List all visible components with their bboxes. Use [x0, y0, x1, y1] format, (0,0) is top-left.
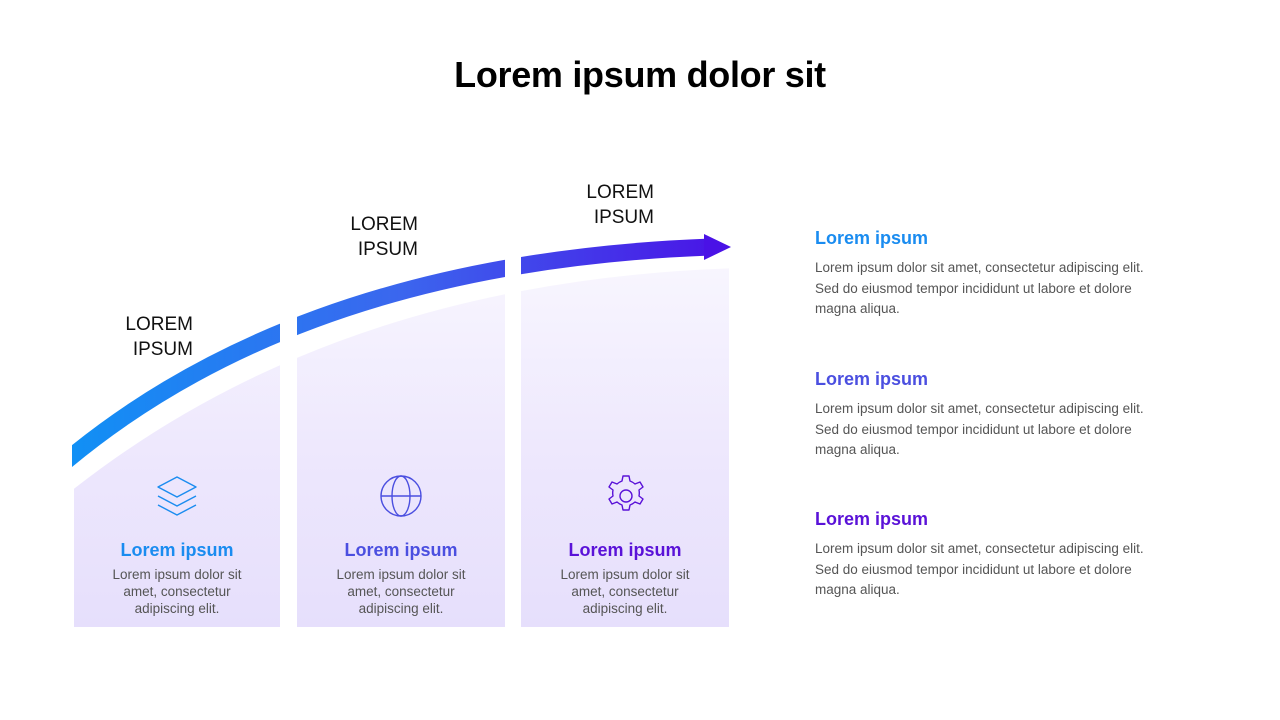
detail-heading-2: Lorem ipsum [815, 369, 929, 389]
growth-arc [72, 238, 711, 473]
detail-heading-1: Lorem ipsum [815, 228, 929, 248]
detail-block-3: Lorem ipsum Lorem ipsum dolor sit amet, … [815, 507, 1215, 601]
step-description-3: Lorem ipsum dolor sit amet, consectetur … [560, 567, 690, 616]
panel-backgrounds [74, 268, 729, 627]
detail-block-2: Lorem ipsum Lorem ipsum dolor sit amet, … [815, 367, 1215, 461]
gear-icon [608, 475, 644, 511]
globe-icon [380, 475, 422, 517]
detail-block-1: Lorem ipsum Lorem ipsum dolor sit amet, … [815, 226, 1215, 320]
detail-text-1: Lorem ipsum dolor sit amet, consectetur … [815, 260, 1144, 316]
step-description-1: Lorem ipsum dolor sit amet, consectetur … [112, 567, 242, 616]
step-card-1: Lorem ipsum Lorem ipsum dolor sit amet, … [74, 538, 280, 617]
step-card-2: Lorem ipsum Lorem ipsum dolor sit amet, … [297, 538, 505, 617]
step-label-2: LOREM IPSUM [350, 214, 418, 260]
step-label-3: LOREM IPSUM [586, 182, 654, 228]
step-description-2: Lorem ipsum dolor sit amet, consectetur … [336, 567, 466, 616]
slide-title: Lorem ipsum dolor sit [454, 54, 826, 95]
detail-heading-3: Lorem ipsum [815, 509, 929, 529]
step-heading-1: Lorem ipsum [120, 540, 234, 560]
detail-text-3: Lorem ipsum dolor sit amet, consectetur … [815, 541, 1144, 597]
step-heading-3: Lorem ipsum [568, 540, 682, 560]
step-heading-2: Lorem ipsum [344, 540, 458, 560]
layers-icon [157, 476, 197, 516]
step-card-3: Lorem ipsum Lorem ipsum dolor sit amet, … [521, 538, 729, 617]
arrow-head-icon [704, 234, 731, 260]
step-label-1: LOREM IPSUM [125, 314, 193, 360]
detail-text-2: Lorem ipsum dolor sit amet, consectetur … [815, 401, 1144, 457]
